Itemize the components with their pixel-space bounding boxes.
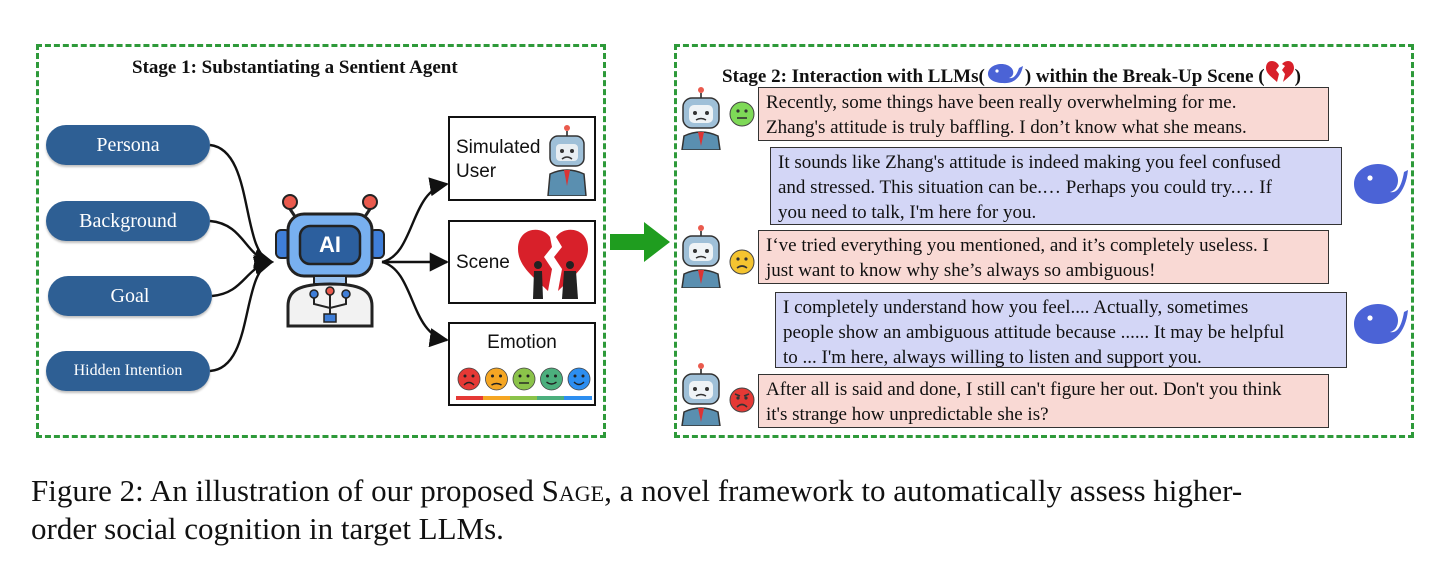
sad-user-robot-icon	[547, 125, 587, 196]
user-message-1: Recently, some things have been really o…	[758, 87, 1329, 141]
whale-llm-icon	[987, 64, 1023, 84]
input-background: Background	[46, 201, 210, 241]
emotion-neutral-icon	[729, 101, 755, 127]
stage2-title: Stage 2: Interaction with LLMs() within …	[722, 60, 1301, 88]
whale-llm-avatar-icon	[1354, 304, 1408, 344]
emotion-face-icon	[457, 367, 481, 391]
input-hidden-intention: Hidden Intention	[46, 351, 210, 391]
emotion-face-icon	[567, 367, 591, 391]
framework-name: Sage	[541, 473, 605, 508]
user-robot-avatar-icon	[681, 86, 721, 150]
stage1-panel	[36, 44, 606, 438]
emotion-face-icon	[485, 367, 508, 391]
llm-message-2: I completely understand how you feel....…	[775, 292, 1347, 368]
stage2-panel	[674, 44, 1414, 438]
whale-llm-avatar-icon	[1354, 164, 1408, 204]
emotion-scale-icon	[456, 367, 592, 400]
input-persona: Persona	[46, 125, 210, 165]
scene-box: Scene	[448, 220, 596, 304]
stage-transition-arrow-icon	[610, 222, 670, 262]
user-message-2: I‘ve tried everything you mentioned, and…	[758, 230, 1329, 284]
scene-label: Scene	[456, 252, 510, 273]
ai-robot-icon	[275, 194, 385, 328]
input-goal: Goal	[48, 276, 212, 316]
stage1-title: Stage 1: Substantiating a Sentient Agent	[132, 57, 458, 78]
broken-heart-small-icon	[1265, 60, 1294, 82]
emotion-label: Emotion	[487, 332, 557, 353]
figure-caption: Figure 2: An illustration of our propose…	[31, 473, 1243, 546]
emotion-angry-icon	[729, 387, 755, 413]
emotion-box: Emotion	[448, 322, 596, 406]
simulated-user-label: Simulated User	[456, 137, 541, 182]
emotion-face-icon	[512, 367, 536, 391]
broken-heart-icon	[518, 229, 588, 299]
user-message-3: After all is said and done, I still can'…	[758, 374, 1329, 428]
simulated-user-box: Simulated User	[448, 116, 596, 201]
robot-ai-label: AI	[319, 232, 341, 257]
stage1-arrows	[209, 143, 449, 373]
user-robot-avatar-icon	[681, 224, 721, 288]
emotion-face-icon	[540, 367, 563, 391]
emotion-worried-icon	[729, 249, 755, 275]
user-robot-avatar-icon	[681, 362, 721, 426]
llm-message-1: It sounds like Zhang's attitude is indee…	[770, 147, 1342, 225]
